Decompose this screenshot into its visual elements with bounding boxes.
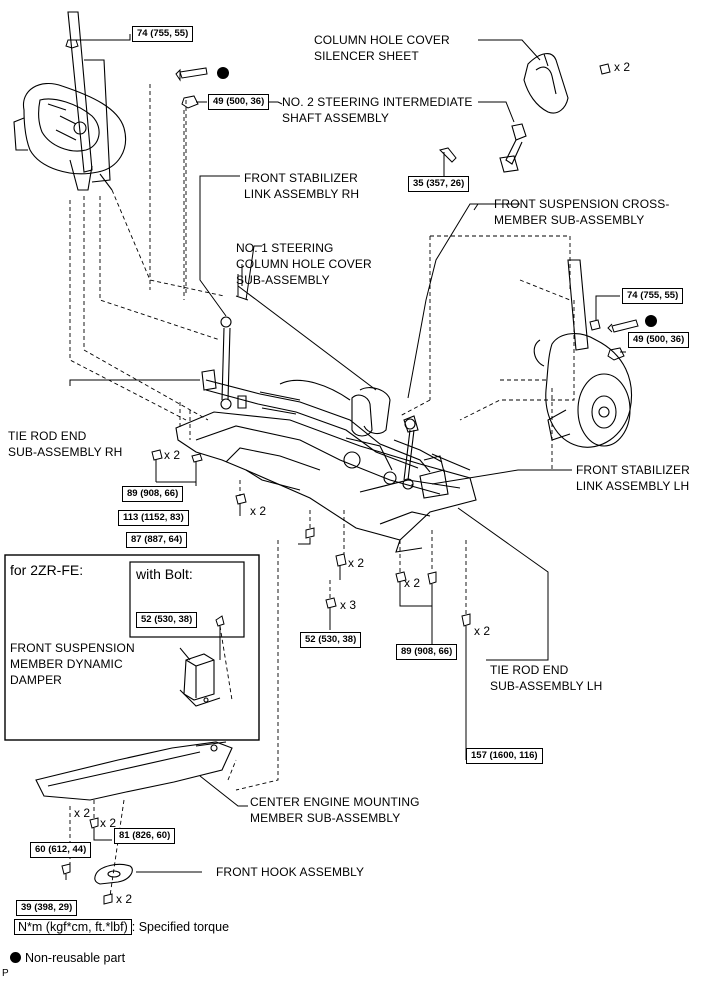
label-line: DAMPER xyxy=(10,673,62,687)
label-line: MEMBER DYNAMIC xyxy=(10,657,123,671)
inset-title: for 2ZR-FE: xyxy=(10,562,84,578)
torque-39: 39 (398, 29) xyxy=(16,900,78,916)
bolt-35 xyxy=(439,147,457,176)
non-reusable-dot-top-left xyxy=(217,67,229,79)
label-line: COLUMN HOLE COVER xyxy=(314,33,450,47)
label-line: FRONT SUSPENSION CROSS- xyxy=(494,197,670,211)
inset-subtitle: with Bolt: xyxy=(136,566,193,582)
label-line: LINK ASSEMBLY LH xyxy=(576,479,690,493)
crossmember-drawing xyxy=(175,369,477,553)
inset-2zr-fe-box xyxy=(4,554,260,741)
legend-torque-unit: N*m (kgf*cm, ft.*lbf) xyxy=(14,919,132,935)
label-line: SUB-ASSEMBLY RH xyxy=(8,445,123,459)
qty-157: x 2 xyxy=(474,624,491,638)
intermediate-shaft-drawing xyxy=(499,123,527,173)
nut-top-left xyxy=(65,34,131,49)
label-line: COLUMN HOLE COVER xyxy=(236,257,372,271)
qty-center-a: x 2 xyxy=(348,556,365,570)
torque-35: 35 (357, 26) xyxy=(408,176,470,192)
torque-49-top: 49 (500, 36) xyxy=(208,94,270,110)
label-line: SUB-ASSEMBLY xyxy=(236,273,330,287)
legend-non-reusable-text: Non-reusable part xyxy=(25,951,126,965)
torque-74-right: 74 (755, 55) xyxy=(622,288,684,304)
label-line: FRONT STABILIZER xyxy=(576,463,690,477)
qty-column-hole: x 2 xyxy=(614,60,631,74)
nut-49-left xyxy=(181,95,199,109)
front-axle-rh-drawing xyxy=(13,11,126,191)
label-line: FRONT SUSPENSION xyxy=(10,641,135,655)
non-reusable-dot-icon xyxy=(10,952,21,963)
front-hook-drawing xyxy=(94,863,133,885)
qty-89-left: x 2 xyxy=(164,448,181,462)
fasteners-under-crossmember xyxy=(151,449,471,760)
torque-89-right: 89 (908, 66) xyxy=(396,644,458,660)
label-column-hole-cover-silencer-sheet: COLUMN HOLE COVER SILENCER SHEET xyxy=(314,32,450,64)
label-tie-rod-end-rh: TIE ROD END SUB-ASSEMBLY RH xyxy=(8,428,122,460)
bolt-top-left xyxy=(175,67,208,82)
center-engine-mounting-drawing xyxy=(35,741,233,801)
torque-157: 157 (1600, 116) xyxy=(466,748,543,764)
label-member-dynamic-damper: FRONT SUSPENSION MEMBER DYNAMIC DAMPER xyxy=(10,640,135,688)
qty-81: x 2 xyxy=(100,816,117,830)
bolt-60 xyxy=(61,863,71,880)
label-no1-steering-column-hole-cover: NO. 1 STEERING COLUMN HOLE COVER SUB-ASS… xyxy=(236,240,372,288)
damper-drawing xyxy=(179,653,221,707)
torque-49-right: 49 (500, 36) xyxy=(628,332,690,348)
label-line: NO. 2 STEERING INTERMEDIATE xyxy=(282,95,473,109)
label-line: FRONT STABILIZER xyxy=(244,171,358,185)
nut-top-right xyxy=(589,295,620,331)
label-stabilizer-link-rh: FRONT STABILIZER LINK ASSEMBLY RH xyxy=(244,170,359,202)
qty-center-b: x 3 xyxy=(340,598,357,612)
stabilizer-link-rh-drawing xyxy=(220,316,232,410)
label-line: FRONT HOOK ASSEMBLY xyxy=(216,865,365,879)
clip-x2 xyxy=(599,63,611,75)
label-line: TIE ROD END xyxy=(8,429,87,443)
torque-89-left: 89 (908, 66) xyxy=(122,486,184,502)
nut-49-right xyxy=(607,347,625,361)
stabilizer-link-lh-drawing xyxy=(404,418,416,430)
legend-torque: N*m (kgf*cm, ft.*lbf): Specified torque xyxy=(14,919,230,935)
label-line: SUB-ASSEMBLY LH xyxy=(490,679,603,693)
label-line: CENTER ENGINE MOUNTING xyxy=(250,795,420,809)
corner-mark: P xyxy=(2,968,9,979)
non-reusable-dot-top-right xyxy=(645,315,657,327)
label-line: SILENCER SHEET xyxy=(314,49,419,63)
qty-113: x 2 xyxy=(250,504,267,518)
torque-60: 60 (612, 44) xyxy=(30,842,92,858)
label-front-hook: FRONT HOOK ASSEMBLY xyxy=(216,864,364,880)
front-axle-lh-drawing xyxy=(533,259,633,448)
label-line: NO. 1 STEERING xyxy=(236,241,334,255)
bolt-81 xyxy=(89,817,112,841)
qty-60: x 2 xyxy=(74,806,91,820)
torque-52: 52 (530, 38) xyxy=(300,632,362,648)
qty-39: x 2 xyxy=(116,892,133,906)
bolt-top-right xyxy=(607,319,639,333)
torque-81: 81 (826, 60) xyxy=(114,828,176,844)
label-stabilizer-link-lh: FRONT STABILIZER LINK ASSEMBLY LH xyxy=(576,462,690,494)
torque-52-inset: 52 (530, 38) xyxy=(136,612,198,628)
label-line: MEMBER SUB-ASSEMBLY xyxy=(250,811,401,825)
legend-torque-text: : Specified torque xyxy=(131,920,230,934)
torque-74-top: 74 (755, 55) xyxy=(132,26,194,42)
silencer-sheet-drawing xyxy=(523,53,569,114)
label-line: MEMBER SUB-ASSEMBLY xyxy=(494,213,645,227)
label-line: LINK ASSEMBLY RH xyxy=(244,187,360,201)
label-intermediate-shaft: NO. 2 STEERING INTERMEDIATE SHAFT ASSEMB… xyxy=(282,94,473,126)
label-center-engine-mounting: CENTER ENGINE MOUNTING MEMBER SUB-ASSEMB… xyxy=(250,794,420,826)
label-line: SHAFT ASSEMBLY xyxy=(282,111,389,125)
qty-89-right: x 2 xyxy=(404,576,421,590)
label-tie-rod-end-lh: TIE ROD END SUB-ASSEMBLY LH xyxy=(490,662,602,694)
torque-113: 113 (1152, 83) xyxy=(118,510,189,526)
label-front-suspension-crossmember: FRONT SUSPENSION CROSS- MEMBER SUB-ASSEM… xyxy=(494,196,669,228)
torque-87: 87 (887, 64) xyxy=(126,532,188,548)
legend-non-reusable: Non-reusable part xyxy=(10,951,125,965)
inset-with-bolt-box xyxy=(129,561,245,638)
label-line: TIE ROD END xyxy=(490,663,569,677)
